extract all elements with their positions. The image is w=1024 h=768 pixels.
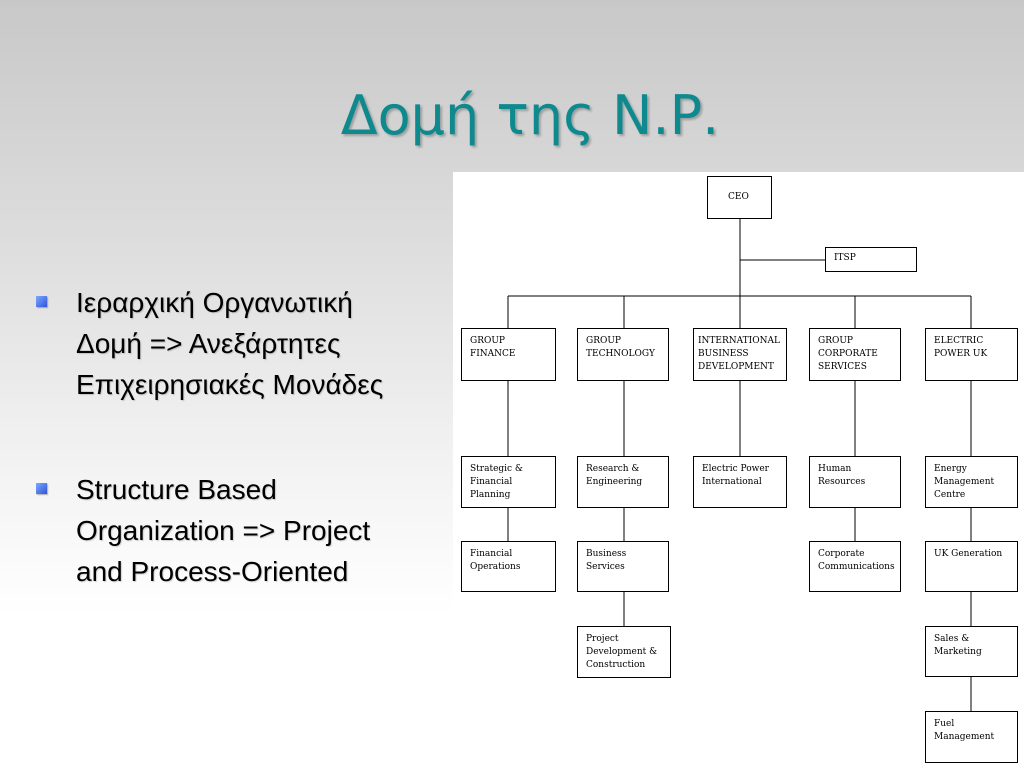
org-chart-connectors [507,219,972,711]
bullet-item: Ιεραρχική Οργανωτική Δομή => Ανεξάρτητες… [36,282,456,405]
bullet-text: Ιεραρχική Οργανωτική Δομή => Ανεξάρτητες… [76,287,384,400]
node-unit: Energy Management Centre [925,456,1018,508]
slide-title: Δομή της Ν.Ρ. [340,84,720,147]
org-chart: CEO ITSP GROUP FINANCE GROUP TECHNOLOGY … [453,172,1024,768]
node-division: GROUP CORPORATE SERVICES [809,328,901,381]
node-itsp: ITSP [825,247,917,272]
node-division: ELECTRIC POWER UK [925,328,1018,381]
node-division: GROUP TECHNOLOGY [577,328,669,381]
bullet-square-icon [36,483,47,494]
node-unit: UK Generation [925,541,1018,592]
node-division: GROUP FINANCE [461,328,556,381]
node-unit: Corporate Communications [809,541,901,592]
node-ceo: CEO [707,176,772,219]
node-unit: Financial Operations [461,541,556,592]
node-division: INTERNATIONAL BUSINESS DEVELOPMENT [693,328,787,381]
node-unit: Electric Power International [693,456,787,508]
bullet-square-icon [36,296,47,307]
node-unit: Project Development & Construction [577,626,671,678]
bullet-text: Structure Based Organization => Project … [76,474,371,587]
node-unit: Strategic & Financial Planning [461,456,556,508]
node-unit: Human Resources [809,456,901,508]
node-unit: Research & Engineering [577,456,669,508]
bullet-item: Structure Based Organization => Project … [36,469,456,592]
bullet-list: Ιεραρχική Οργανωτική Δομή => Ανεξάρτητες… [36,282,456,656]
node-unit: Sales & Marketing [925,626,1018,677]
node-unit: Fuel Management [925,711,1018,763]
node-unit: Business Services [577,541,669,592]
